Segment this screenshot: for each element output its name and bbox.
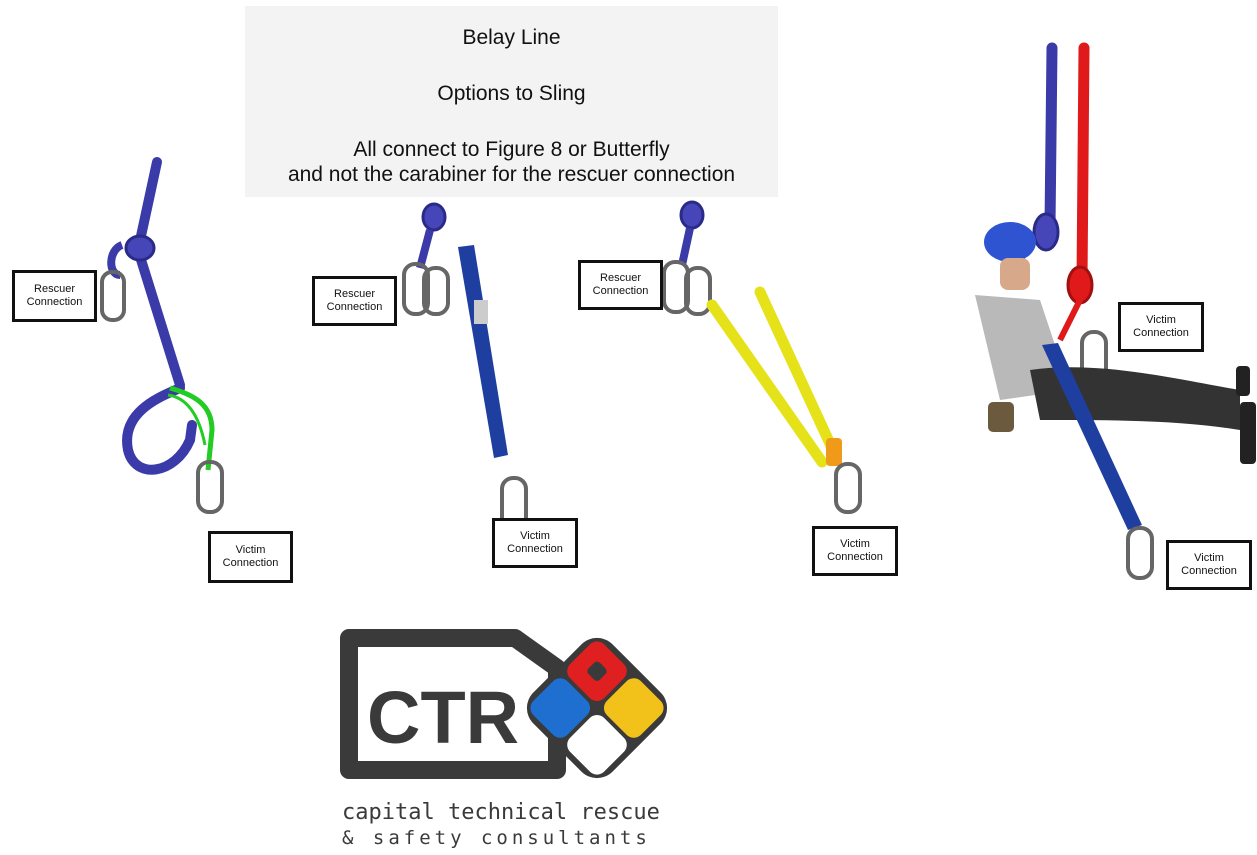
label-victim-connection-5: Victim Connection [1166, 540, 1252, 590]
rescuer-label-line1: Rescuer [334, 288, 375, 300]
victim-label-line1: Victim [1194, 552, 1224, 564]
label-victim-connection-1: Victim Connection [208, 531, 293, 583]
option-prusik-illustration [100, 157, 224, 514]
title-belay-line: Belay Line [462, 26, 561, 49]
subtitle-options: Options to Sling [437, 82, 586, 105]
logo-tagline-2: & safety consultants [342, 827, 651, 849]
victim-label-line2: Connection [222, 557, 279, 569]
victim-label-line1: Victim [1146, 314, 1176, 326]
note-connect: All connect to Figure 8 or Butterfly and… [245, 137, 778, 187]
ctr-logo: CTR [340, 629, 668, 779]
victim-label-line2: Connection [827, 551, 883, 563]
label-rescuer-connection-3: Rescuer Connection [578, 260, 663, 310]
rescuer-label-line2: Connection [592, 285, 649, 297]
label-rescuer-connection-1: Rescuer Connection [12, 270, 97, 322]
victim-label-line2: Connection [507, 543, 563, 555]
title-box: Belay Line Options to Sling All connect … [245, 6, 778, 197]
victim-label-line1: Victim [235, 544, 266, 556]
rescuer-label-line1: Rescuer [600, 272, 641, 284]
label-victim-connection-4: Victim Connection [1118, 302, 1204, 352]
rescuer-figure-illustration [975, 42, 1256, 580]
logo-mark-text: CTR [367, 676, 519, 759]
label-victim-connection-2: Victim Connection [492, 518, 578, 568]
victim-label-line2: Connection [1181, 565, 1237, 577]
victim-label-line2: Connection [1133, 327, 1189, 339]
victim-label-line1: Victim [520, 530, 550, 542]
rescuer-label-line2: Connection [326, 301, 383, 313]
option-yellow-sling-illustration [662, 200, 862, 514]
rescuer-label-line2: Connection [26, 296, 83, 308]
label-victim-connection-3: Victim Connection [812, 526, 898, 576]
option-blue-sling-illustration [402, 202, 528, 530]
victim-label-line1: Victim [840, 538, 870, 550]
note-line-1: All connect to Figure 8 or Butterfly [353, 138, 670, 161]
label-rescuer-connection-2: Rescuer Connection [312, 276, 397, 326]
note-line-2: and not the carabiner for the rescuer co… [287, 163, 736, 186]
logo-tagline-1: capital technical rescue [342, 800, 660, 825]
rescuer-label-line1: Rescuer [34, 283, 75, 295]
